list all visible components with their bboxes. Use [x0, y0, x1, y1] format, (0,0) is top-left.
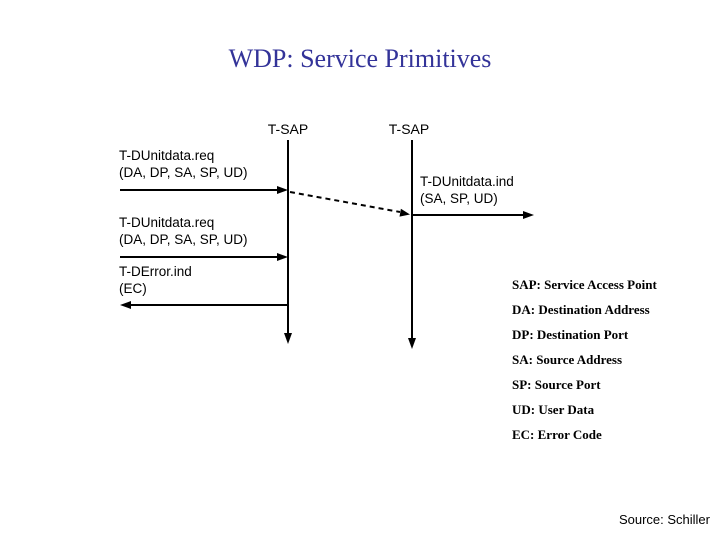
abbreviation-legend: SAP: Service Access Point DA: Destinatio… — [512, 272, 657, 447]
message-label-unitdata-req-2: T-DUnitdata.req (DA, DP, SA, SP, UD) — [119, 214, 248, 248]
right-lifeline-arrowhead-icon — [408, 338, 416, 349]
message-params: (DA, DP, SA, SP, UD) — [119, 232, 248, 247]
legend-item-da: DA: Destination Address — [512, 302, 650, 317]
legend-item-sa: SA: Source Address — [512, 352, 623, 367]
legend-item-sp: SP: Source Port — [512, 377, 601, 392]
left-sap-label: T-SAP — [267, 121, 309, 137]
legend-item-dp: DP: Destination Port — [512, 327, 629, 342]
message-label-unitdata-ind: T-DUnitdata.ind (SA, SP, UD) — [420, 173, 514, 207]
right-sap-label: T-SAP — [388, 121, 430, 137]
legend-item-ud: UD: User Data — [512, 402, 595, 417]
arrow-error-ind-head-icon — [120, 301, 131, 309]
message-name: T-DUnitdata.ind — [420, 174, 514, 189]
dashed-transit-arrow — [289, 191, 401, 213]
left-lifeline-arrowhead-icon — [284, 333, 292, 344]
arrow-unitdata-req-1-head-icon — [277, 186, 288, 194]
message-params: (DA, DP, SA, SP, UD) — [119, 165, 248, 180]
slide-title: WDP: Service Primitives — [228, 44, 492, 73]
arrow-unitdata-req-2-head-icon — [277, 253, 288, 261]
message-label-unitdata-req-1: T-DUnitdata.req (DA, DP, SA, SP, UD) — [119, 147, 248, 181]
message-params: (SA, SP, UD) — [420, 191, 498, 206]
message-name: T-DUnitdata.req — [119, 148, 215, 163]
source-note: Source: Schiller — [618, 512, 710, 527]
message-name: T-DError.ind — [119, 264, 192, 279]
legend-item-ec: EC: Error Code — [512, 427, 602, 442]
dashed-transit-arrow-head-icon — [399, 208, 410, 217]
message-params: (EC) — [119, 281, 147, 296]
arrow-unitdata-ind-head-icon — [523, 211, 534, 219]
message-name: T-DUnitdata.req — [119, 215, 215, 230]
message-label-error-ind: T-DError.ind (EC) — [119, 263, 192, 297]
legend-item-sap: SAP: Service Access Point — [512, 277, 657, 292]
